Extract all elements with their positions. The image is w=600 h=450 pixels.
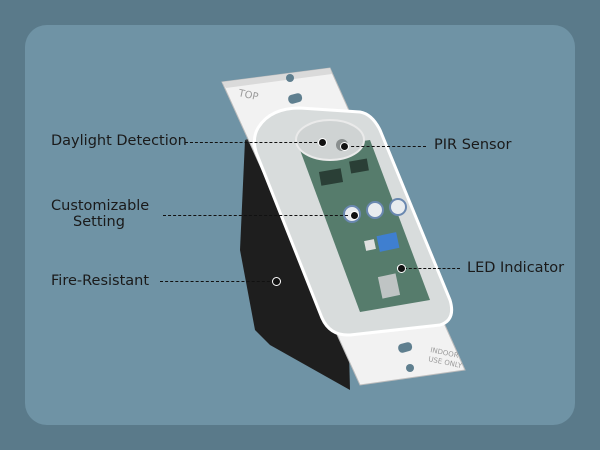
callout-customizable-setting: Customizable Setting	[51, 198, 150, 230]
pir-lens	[295, 119, 365, 161]
point-daylight-detection	[318, 138, 327, 147]
point-pir-sensor	[340, 142, 349, 151]
top-screw-hole	[286, 74, 294, 82]
leader-customizable-setting	[163, 215, 353, 216]
callout-pir-sensor: PIR Sensor	[434, 137, 512, 153]
callout-customizable-line1: Customizable	[51, 198, 150, 214]
point-led-indicator	[397, 264, 406, 273]
leader-fire-resistant	[160, 281, 275, 282]
mode-switch	[376, 232, 400, 252]
adjustment-knob-2	[366, 201, 384, 219]
point-fire-resistant	[272, 277, 281, 286]
bottom-mounting-slot	[398, 342, 413, 353]
leader-daylight-detection	[185, 142, 322, 143]
bottom-screw-hole	[406, 364, 414, 372]
top-marking: TOP	[236, 88, 259, 103]
callout-led-indicator: LED Indicator	[467, 260, 565, 276]
callout-fire-resistant: Fire-Resistant	[51, 273, 150, 289]
push-button	[377, 273, 401, 299]
top-mounting-slot	[288, 93, 303, 104]
leader-led-indicator	[404, 268, 460, 269]
callout-daylight-detection: Daylight Detection	[51, 133, 187, 149]
point-customizable-setting	[350, 211, 359, 220]
callout-customizable-line2: Setting	[73, 214, 125, 230]
adjustment-knob-3	[389, 198, 407, 216]
chip-component	[318, 168, 344, 186]
leader-pir-sensor	[346, 146, 426, 147]
